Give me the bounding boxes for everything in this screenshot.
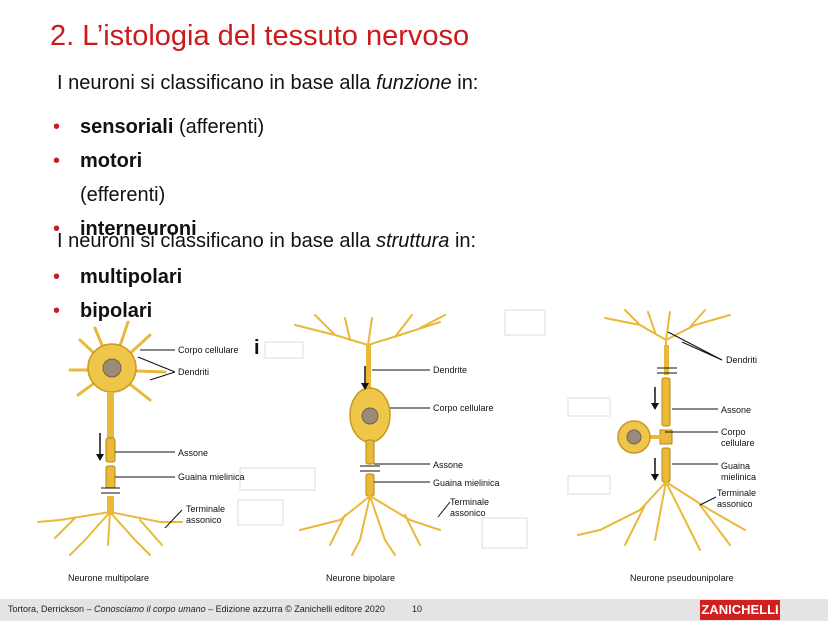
label-corpo-cellulare: Corpo cellulare <box>178 345 239 355</box>
label-guaina-mielinica: Guaina mielinica <box>433 478 500 488</box>
bullet-bold: multipolari <box>80 266 183 288</box>
caption-bipolare: Neurone bipolare <box>326 573 396 583</box>
bipolar-neuron <box>294 314 451 556</box>
caption-pseudounipolare: Neurone pseudounipolare <box>630 573 734 583</box>
label-assone: Assone <box>721 405 752 415</box>
function-intro-emph: funzione <box>376 72 452 94</box>
multipolar-neuron <box>37 320 183 556</box>
bullet-dot: • <box>53 150 61 172</box>
label-terminale: Terminale <box>186 504 226 514</box>
label-guaina-mielinica: Guaina mielinica <box>178 472 245 482</box>
bullet-interneuroni: interneuroni <box>80 218 197 241</box>
bullet-sensoriali: sensoriali (afferenti) <box>80 116 264 139</box>
label-guaina: Guaina <box>721 461 751 471</box>
placeholder-boxes <box>237 309 611 549</box>
bullet-bold: bipolari <box>80 300 153 322</box>
function-intro-suffix: in: <box>451 72 479 94</box>
label-assonico: assonico <box>717 499 753 509</box>
bullet-bold: interneuroni <box>80 218 197 240</box>
label-mielinica: mielinica <box>721 472 757 482</box>
label-dendriti: Dendriti <box>178 367 210 377</box>
pseudounipolar-neuron <box>577 309 746 551</box>
label-terminale: Terminale <box>717 488 757 498</box>
credit-suffix: – Edizione azzurra © Zanichelli editore … <box>205 604 385 614</box>
function-intro: I neuroni si classificano in base alla f… <box>57 72 478 95</box>
bullet-dot: • <box>53 116 61 138</box>
bullet-bold: sensoriali <box>80 116 174 138</box>
label-assone: Assone <box>178 448 209 458</box>
bullet-bipolari: bipolari <box>80 300 152 323</box>
footer-credit: Tortora, Derrickson – Conosciamo il corp… <box>8 604 385 614</box>
label-cellulare: cellulare <box>721 438 755 448</box>
label-corpo: Corpo <box>721 427 746 437</box>
label-dendriti: Dendriti <box>726 355 758 365</box>
bullet-dot: • <box>53 300 61 322</box>
bullet-rest: (afferenti) <box>173 116 265 138</box>
bullet-dot: • <box>53 266 61 288</box>
structure-intro-prefix: I neuroni si classificano in base alla <box>57 230 377 252</box>
slide-title: 2. L’istologia del tessuto nervoso <box>50 20 470 52</box>
bullet-multipolari: multipolari <box>80 266 182 289</box>
zanichelli-logo: ZANICHELLI <box>700 600 780 620</box>
structure-intro-suffix: in: <box>449 230 477 252</box>
page-number: 10 <box>412 604 423 614</box>
label-assonico: assonico <box>450 508 486 518</box>
bullet-motori: motori <box>80 150 142 173</box>
label-assone: Assone <box>433 460 464 470</box>
credit-emph: Conosciamo il corpo umano <box>94 604 206 614</box>
credit-prefix: Tortora, Derrickson – <box>8 604 95 614</box>
bullet-bold: motori <box>80 150 143 172</box>
structure-intro-emph: struttura <box>376 230 450 252</box>
bullet-dot: • <box>53 218 61 240</box>
label-dendrite: Dendrite <box>433 365 468 375</box>
label-terminale: Terminale <box>450 497 490 507</box>
label-assonico: assonico <box>186 515 222 525</box>
label-corpo-cellulare: Corpo cellulare <box>433 403 494 413</box>
bullet-efferenti: (efferenti) <box>80 184 165 207</box>
bullet-rest: (efferenti) <box>80 184 166 206</box>
footer-bar <box>0 599 828 621</box>
stray-glyph: i <box>254 337 260 359</box>
structure-intro: I neuroni si classificano in base alla s… <box>57 230 476 253</box>
function-intro-prefix: I neuroni si classificano in base alla <box>57 72 377 94</box>
caption-multipolare: Neurone multipolare <box>68 573 150 583</box>
